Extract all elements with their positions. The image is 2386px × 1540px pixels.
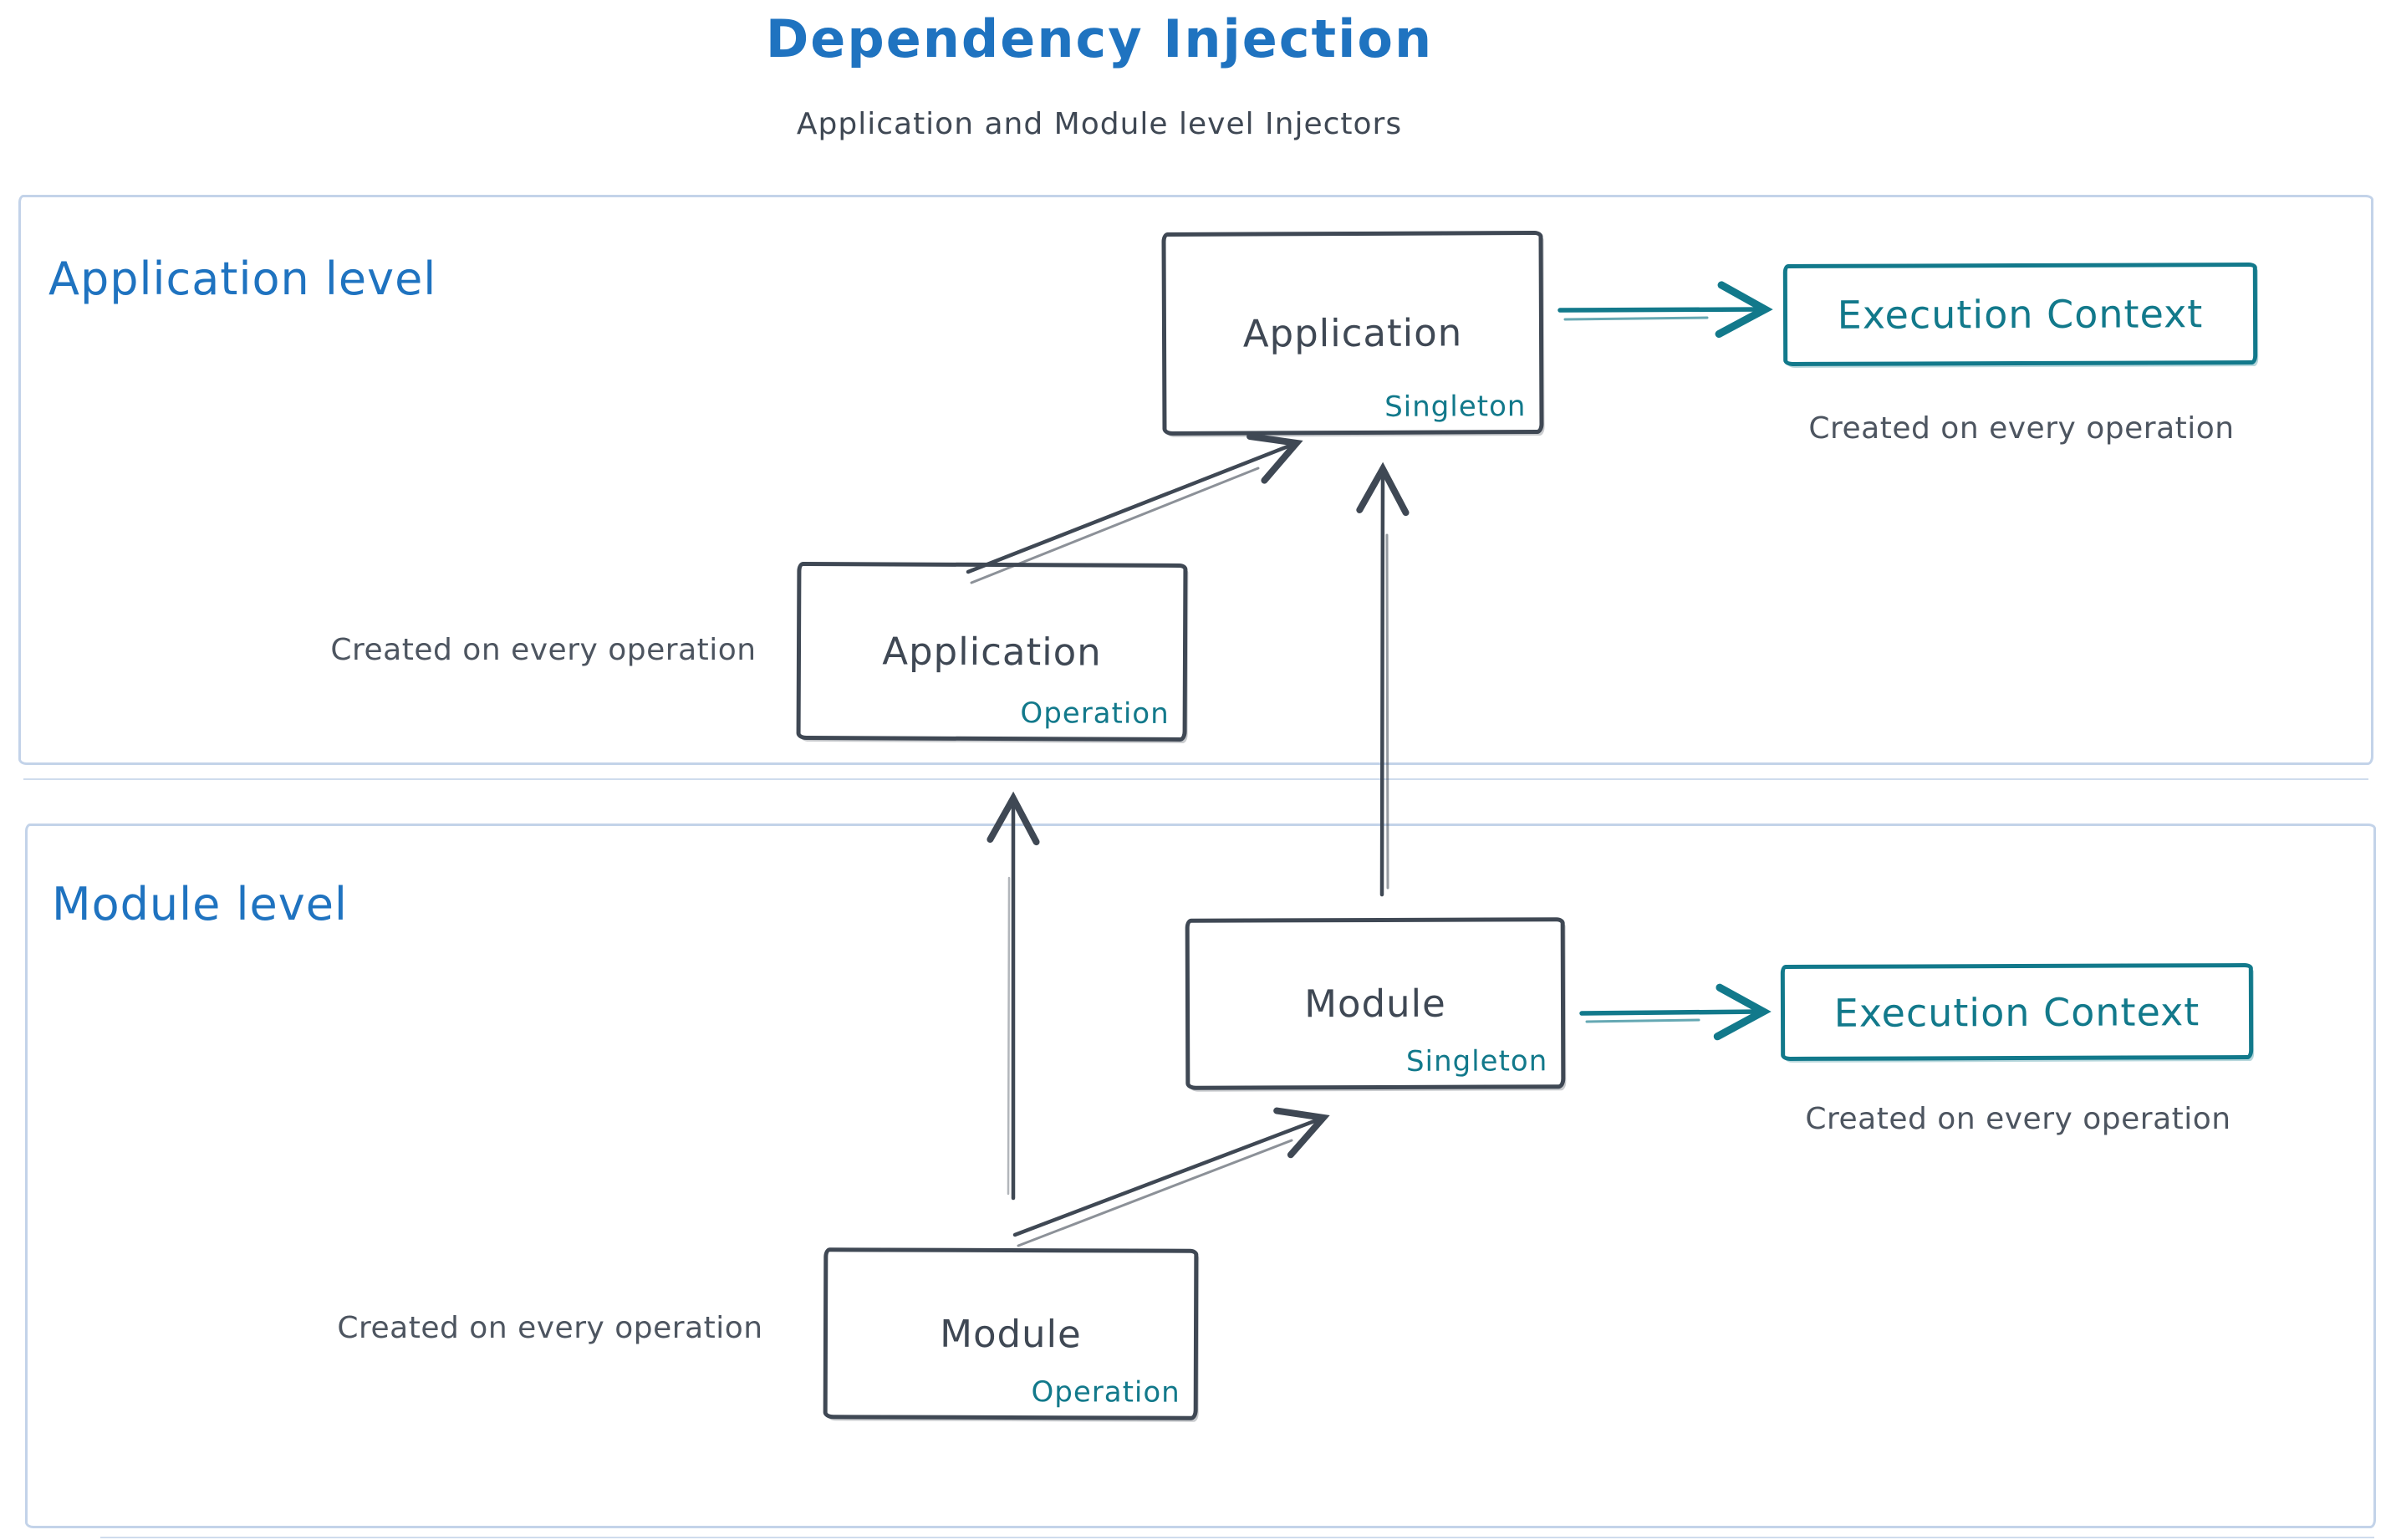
- application-level-label: Application level: [48, 252, 437, 305]
- module-operation-caption: Created on every operation: [337, 1311, 763, 1345]
- application-operation-caption: Created on every operation: [330, 633, 757, 667]
- application-execution-context-label: Execution Context: [1837, 291, 2204, 338]
- module-execution-context-node: Execution Context: [1780, 963, 2254, 1061]
- application-execution-context-node: Execution Context: [1782, 263, 2258, 366]
- application-execution-context-caption: Created on every operation: [1808, 411, 2235, 446]
- module-operation-scope: Operation: [1031, 1375, 1180, 1410]
- application-singleton-node: Application Singleton: [1161, 231, 1544, 436]
- application-singleton-title: Application: [1242, 310, 1463, 356]
- module-execution-context-label: Execution Context: [1833, 988, 2200, 1036]
- module-execution-context-caption: Created on every operation: [1805, 1102, 2231, 1136]
- module-level-section: [25, 824, 2376, 1528]
- module-singleton-node: Module Singleton: [1185, 917, 1566, 1090]
- module-singleton-title: Module: [1304, 981, 1446, 1027]
- application-section-sketch-line: [23, 778, 2368, 780]
- module-singleton-scope: Singleton: [1405, 1044, 1548, 1079]
- application-operation-title: Application: [882, 629, 1102, 675]
- application-singleton-scope: Singleton: [1384, 390, 1527, 424]
- module-operation-title: Module: [940, 1311, 1082, 1357]
- module-operation-node: Module Operation: [823, 1247, 1199, 1420]
- module-level-label: Module level: [52, 878, 348, 931]
- module-section-sketch-line: [100, 1537, 2374, 1538]
- application-operation-node: Application Operation: [796, 561, 1188, 742]
- application-operation-scope: Operation: [1020, 696, 1170, 731]
- page-subtitle: Application and Module level Injectors: [796, 107, 1403, 141]
- application-level-section: [18, 195, 2373, 765]
- page-title: Dependency Injection: [765, 8, 1434, 69]
